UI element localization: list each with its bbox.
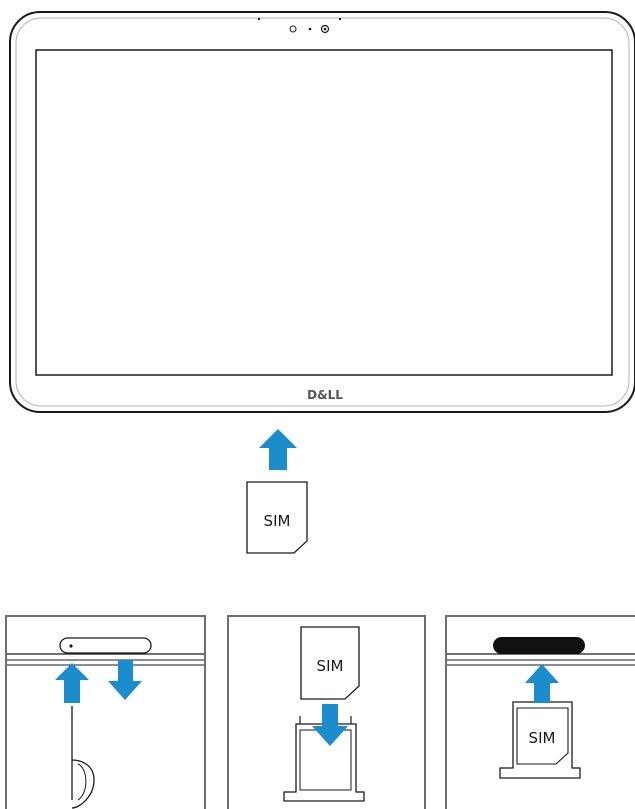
step-2-sim-card: SIM <box>300 626 360 700</box>
sim-card-label: SIM <box>264 512 291 530</box>
eject-pin-icon <box>71 706 95 809</box>
eject-hole <box>69 644 73 648</box>
down-arrow-icon <box>108 660 142 700</box>
sim-card: SIM <box>246 481 308 554</box>
tablet: D&LL <box>9 11 635 413</box>
sim-tray-slot <box>59 637 152 654</box>
down-arrow-icon <box>312 704 348 746</box>
tablet-screen <box>35 49 613 376</box>
step-3-sim-label: SIM <box>529 729 556 747</box>
step-2-panel: SIM <box>227 615 426 809</box>
camera-lens <box>323 27 327 31</box>
inserted-sim-tray: SIM <box>499 701 581 779</box>
tablet-inner-bezel <box>15 17 630 407</box>
up-arrow-icon <box>55 663 89 703</box>
light-sensor-icon <box>289 25 297 33</box>
camera-icon <box>320 24 330 34</box>
closed-sim-slot <box>493 637 585 654</box>
step-3-panel: SIM <box>445 615 635 809</box>
up-arrow-icon <box>525 664 559 703</box>
indicator-dot <box>308 27 312 31</box>
brand-logo: D&LL <box>307 388 343 402</box>
up-arrow-icon <box>259 429 297 470</box>
step-1-panel <box>5 615 206 809</box>
step-2-sim-label: SIM <box>317 657 344 675</box>
